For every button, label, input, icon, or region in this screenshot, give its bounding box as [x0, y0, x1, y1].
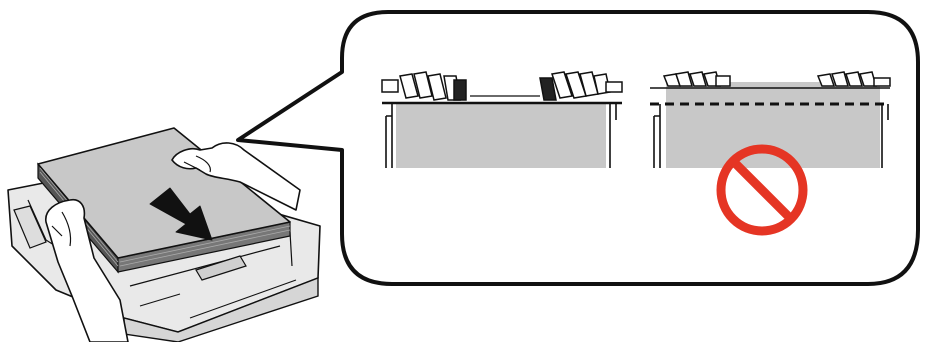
- incorrect-overfill-detail: [650, 71, 891, 236]
- tray-clips-right: [816, 71, 891, 87]
- hands-illustration: [45, 142, 301, 342]
- prohibited-icon: [716, 144, 808, 236]
- tray-clips-right: [539, 71, 623, 101]
- insert-arrow-icon: [149, 187, 213, 241]
- tray-clips-left: [662, 71, 731, 87]
- correct-load-detail: [381, 71, 623, 168]
- tray-clips-left: [381, 71, 467, 101]
